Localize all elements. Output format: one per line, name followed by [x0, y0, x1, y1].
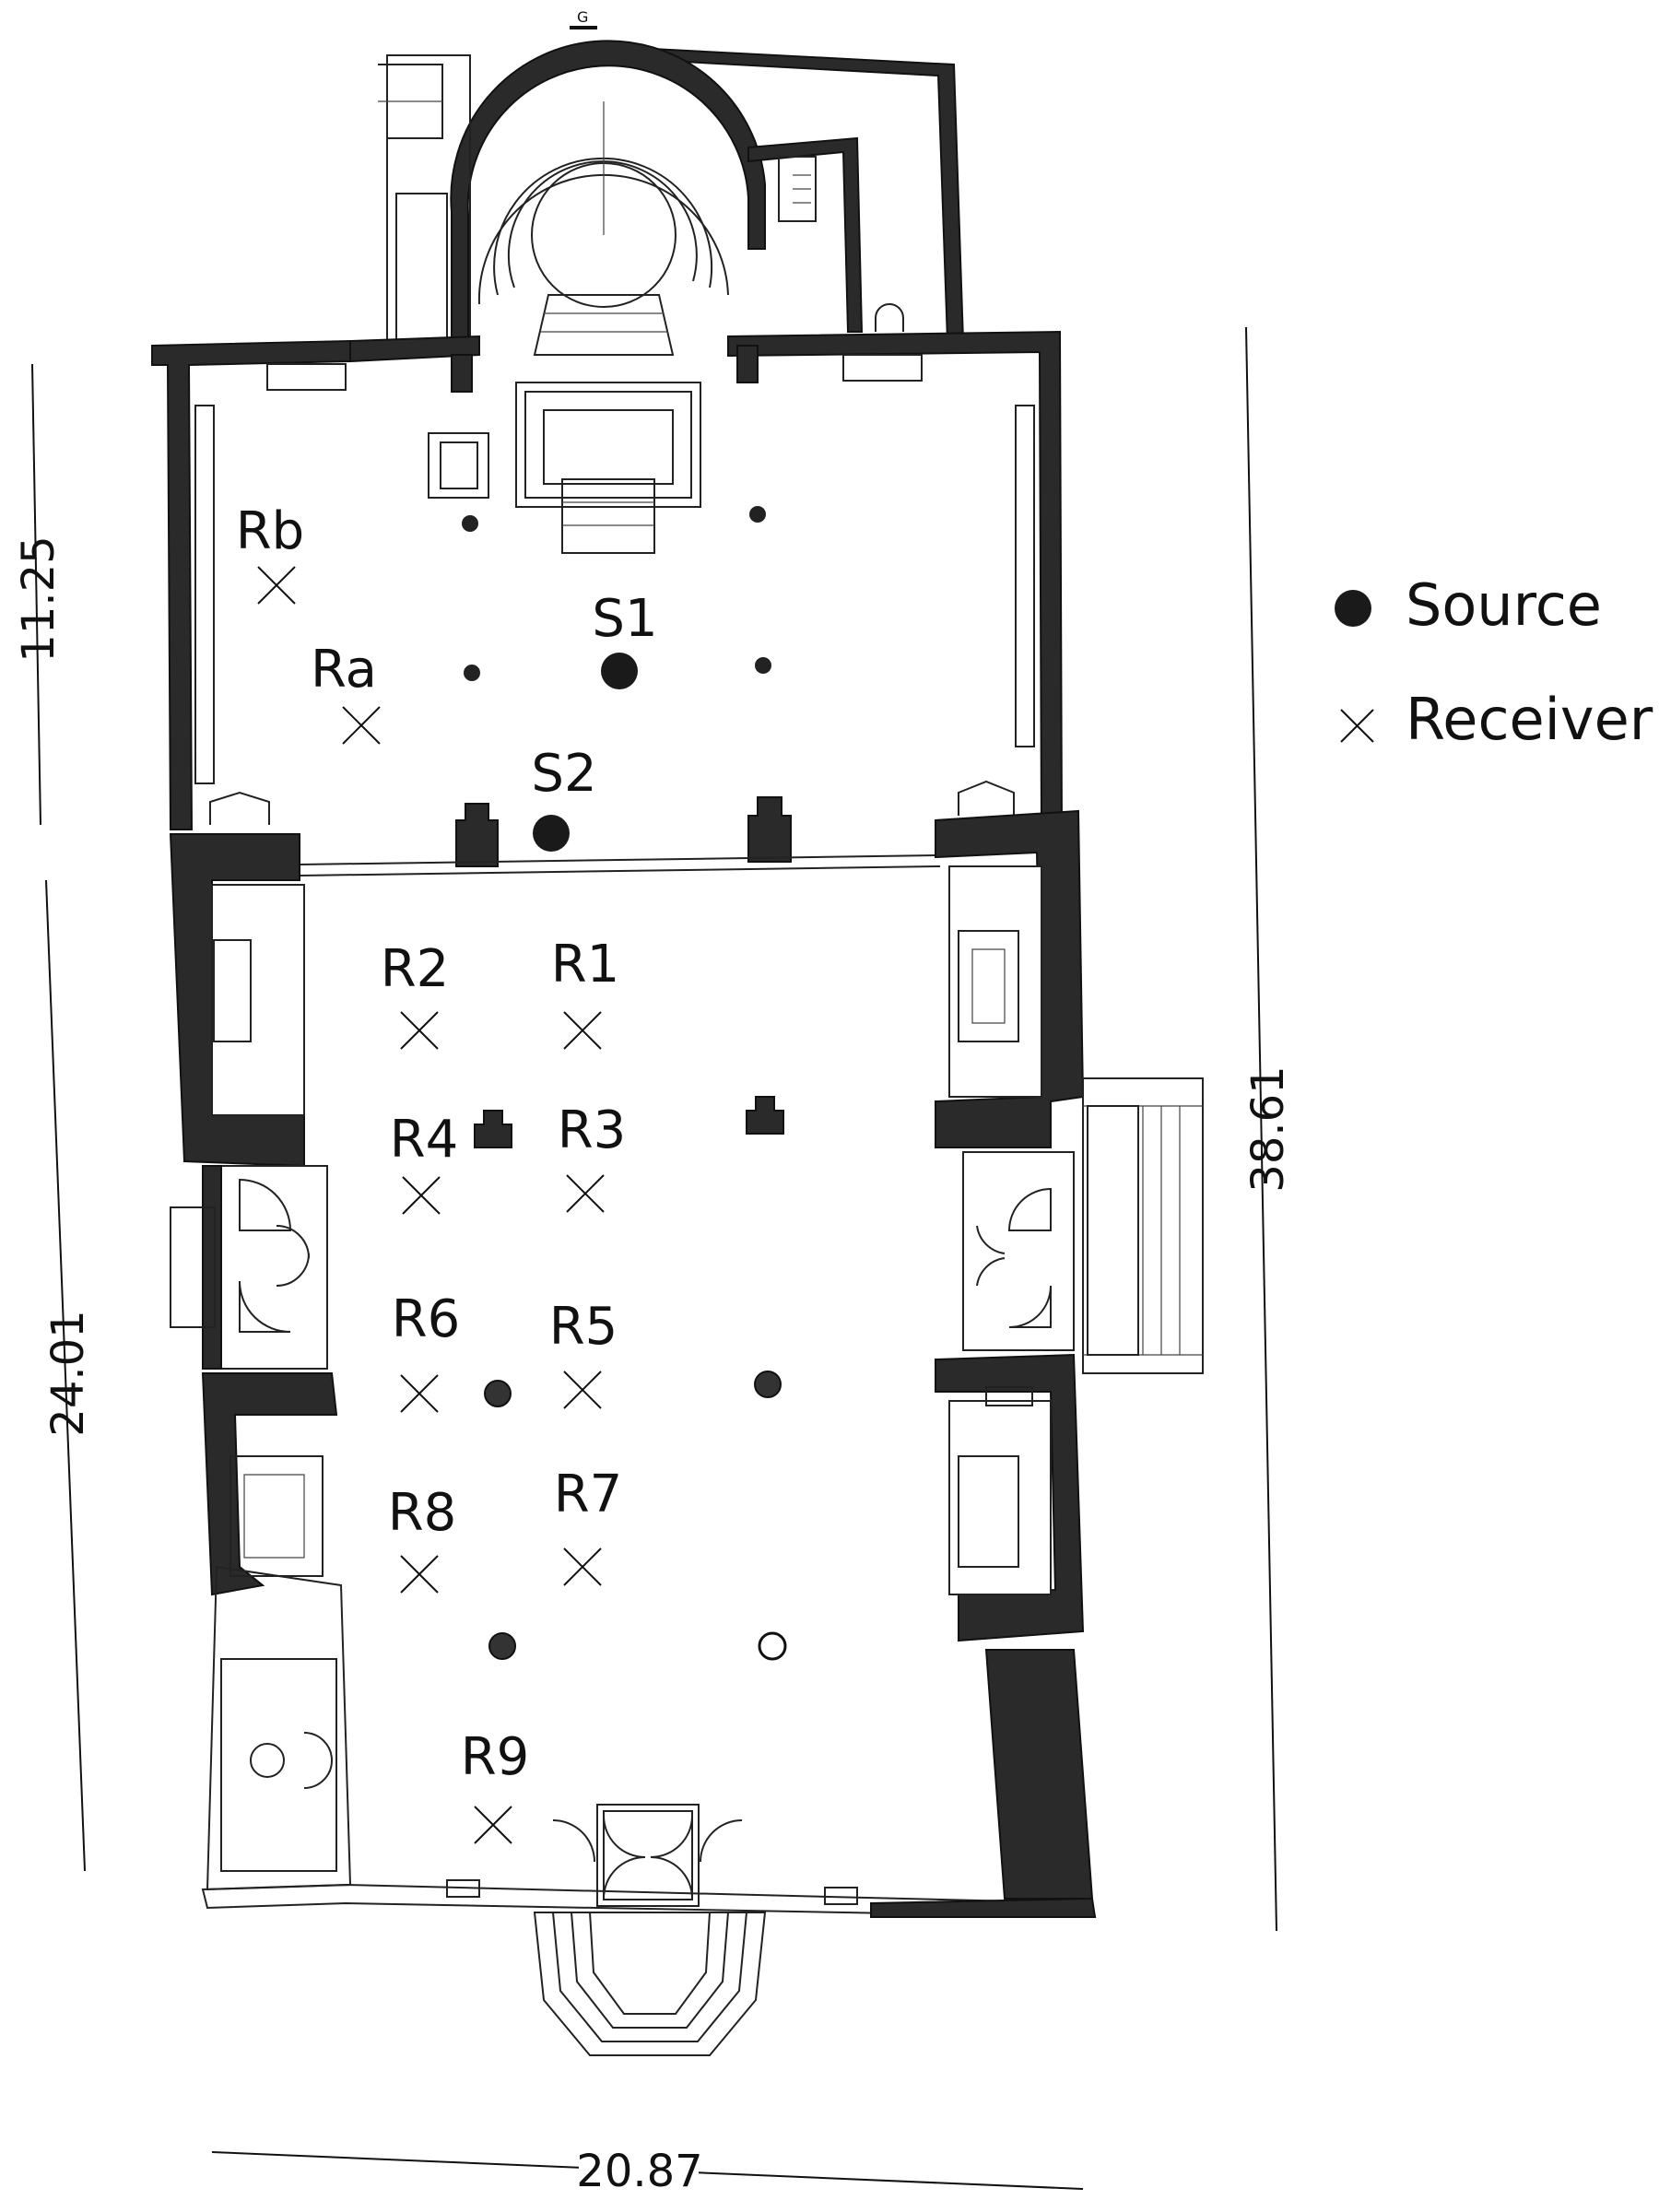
receiver-r2: R2: [381, 939, 450, 1050]
receiver-marker-r2: [400, 1011, 439, 1050]
apse: [378, 40, 965, 356]
source-label-s2: S2: [531, 744, 596, 804]
nave: [169, 809, 1204, 2056]
source-label-s1: S1: [592, 589, 657, 649]
receiver-marker-r1: [563, 1011, 602, 1050]
receiver-label-r2: R2: [381, 939, 450, 999]
receiver-marker-rb: [257, 566, 296, 605]
receiver-label-r1: R1: [551, 935, 620, 994]
receiver-marker-r3: [566, 1174, 605, 1213]
receiver-label-r5: R5: [549, 1297, 618, 1357]
dimension-right-label: 38.61: [1242, 1065, 1294, 1192]
dimension-bottom-label: 20.87: [576, 2146, 702, 2197]
source-marker-s2: [533, 815, 570, 852]
receiver-marker-r5: [563, 1371, 602, 1409]
receiver-marker-r9: [474, 1806, 512, 1844]
receiver-marker-r6: [400, 1374, 439, 1413]
receiver-label-rb: Rb: [236, 501, 304, 561]
receiver-r5: R5: [549, 1297, 618, 1409]
receiver-r3: R3: [558, 1100, 627, 1213]
receiver-r1: R1: [551, 935, 620, 1050]
receiver-marker-r4: [402, 1176, 441, 1215]
receiver-marker-r7: [563, 1547, 602, 1586]
dimension-left-upper-label: 11.25: [13, 535, 65, 662]
dimension-left-lower-label: 24.01: [42, 1310, 94, 1436]
receiver-r6: R6: [392, 1289, 461, 1413]
north-marker: G: [570, 8, 597, 29]
receiver-label-r7: R7: [554, 1465, 623, 1524]
legend-source-marker: [1335, 590, 1371, 627]
receiver-label-r4: R4: [390, 1110, 459, 1170]
north-marker-label: G: [577, 8, 588, 26]
receiver-label-r8: R8: [388, 1483, 457, 1543]
source-s1: S1: [592, 589, 658, 689]
receiver-r8: R8: [388, 1483, 457, 1594]
receiver-label-ra: Ra: [311, 640, 377, 700]
receiver-label-r6: R6: [392, 1289, 461, 1349]
legend-receiver-label: Receiver: [1406, 686, 1653, 753]
receiver-ra: Ra: [311, 640, 381, 745]
dimension-right: 38.61: [1242, 326, 1294, 1932]
receiver-marker-r8: [400, 1555, 439, 1594]
receiver-r7: R7: [554, 1465, 623, 1586]
dimension-left-lower: 24.01: [42, 879, 94, 1872]
receiver-marker-ra: [342, 706, 381, 745]
source-marker-s1: [601, 653, 638, 689]
dimension-left-upper: 11.25: [13, 363, 65, 826]
legend-receiver-marker: [1340, 709, 1374, 743]
receiver-label-r9: R9: [461, 1727, 530, 1787]
legend: Source Receiver: [1335, 571, 1653, 753]
receiver-r9: R9: [461, 1727, 530, 1844]
receiver-rb: Rb: [236, 501, 304, 605]
receiver-label-r3: R3: [558, 1100, 627, 1160]
dimension-bottom: 20.87: [211, 2143, 1084, 2197]
source-s2: S2: [531, 744, 597, 852]
receiver-r4: R4: [390, 1110, 459, 1215]
upper-hall: [151, 330, 1064, 877]
legend-source-label: Source: [1406, 571, 1602, 639]
